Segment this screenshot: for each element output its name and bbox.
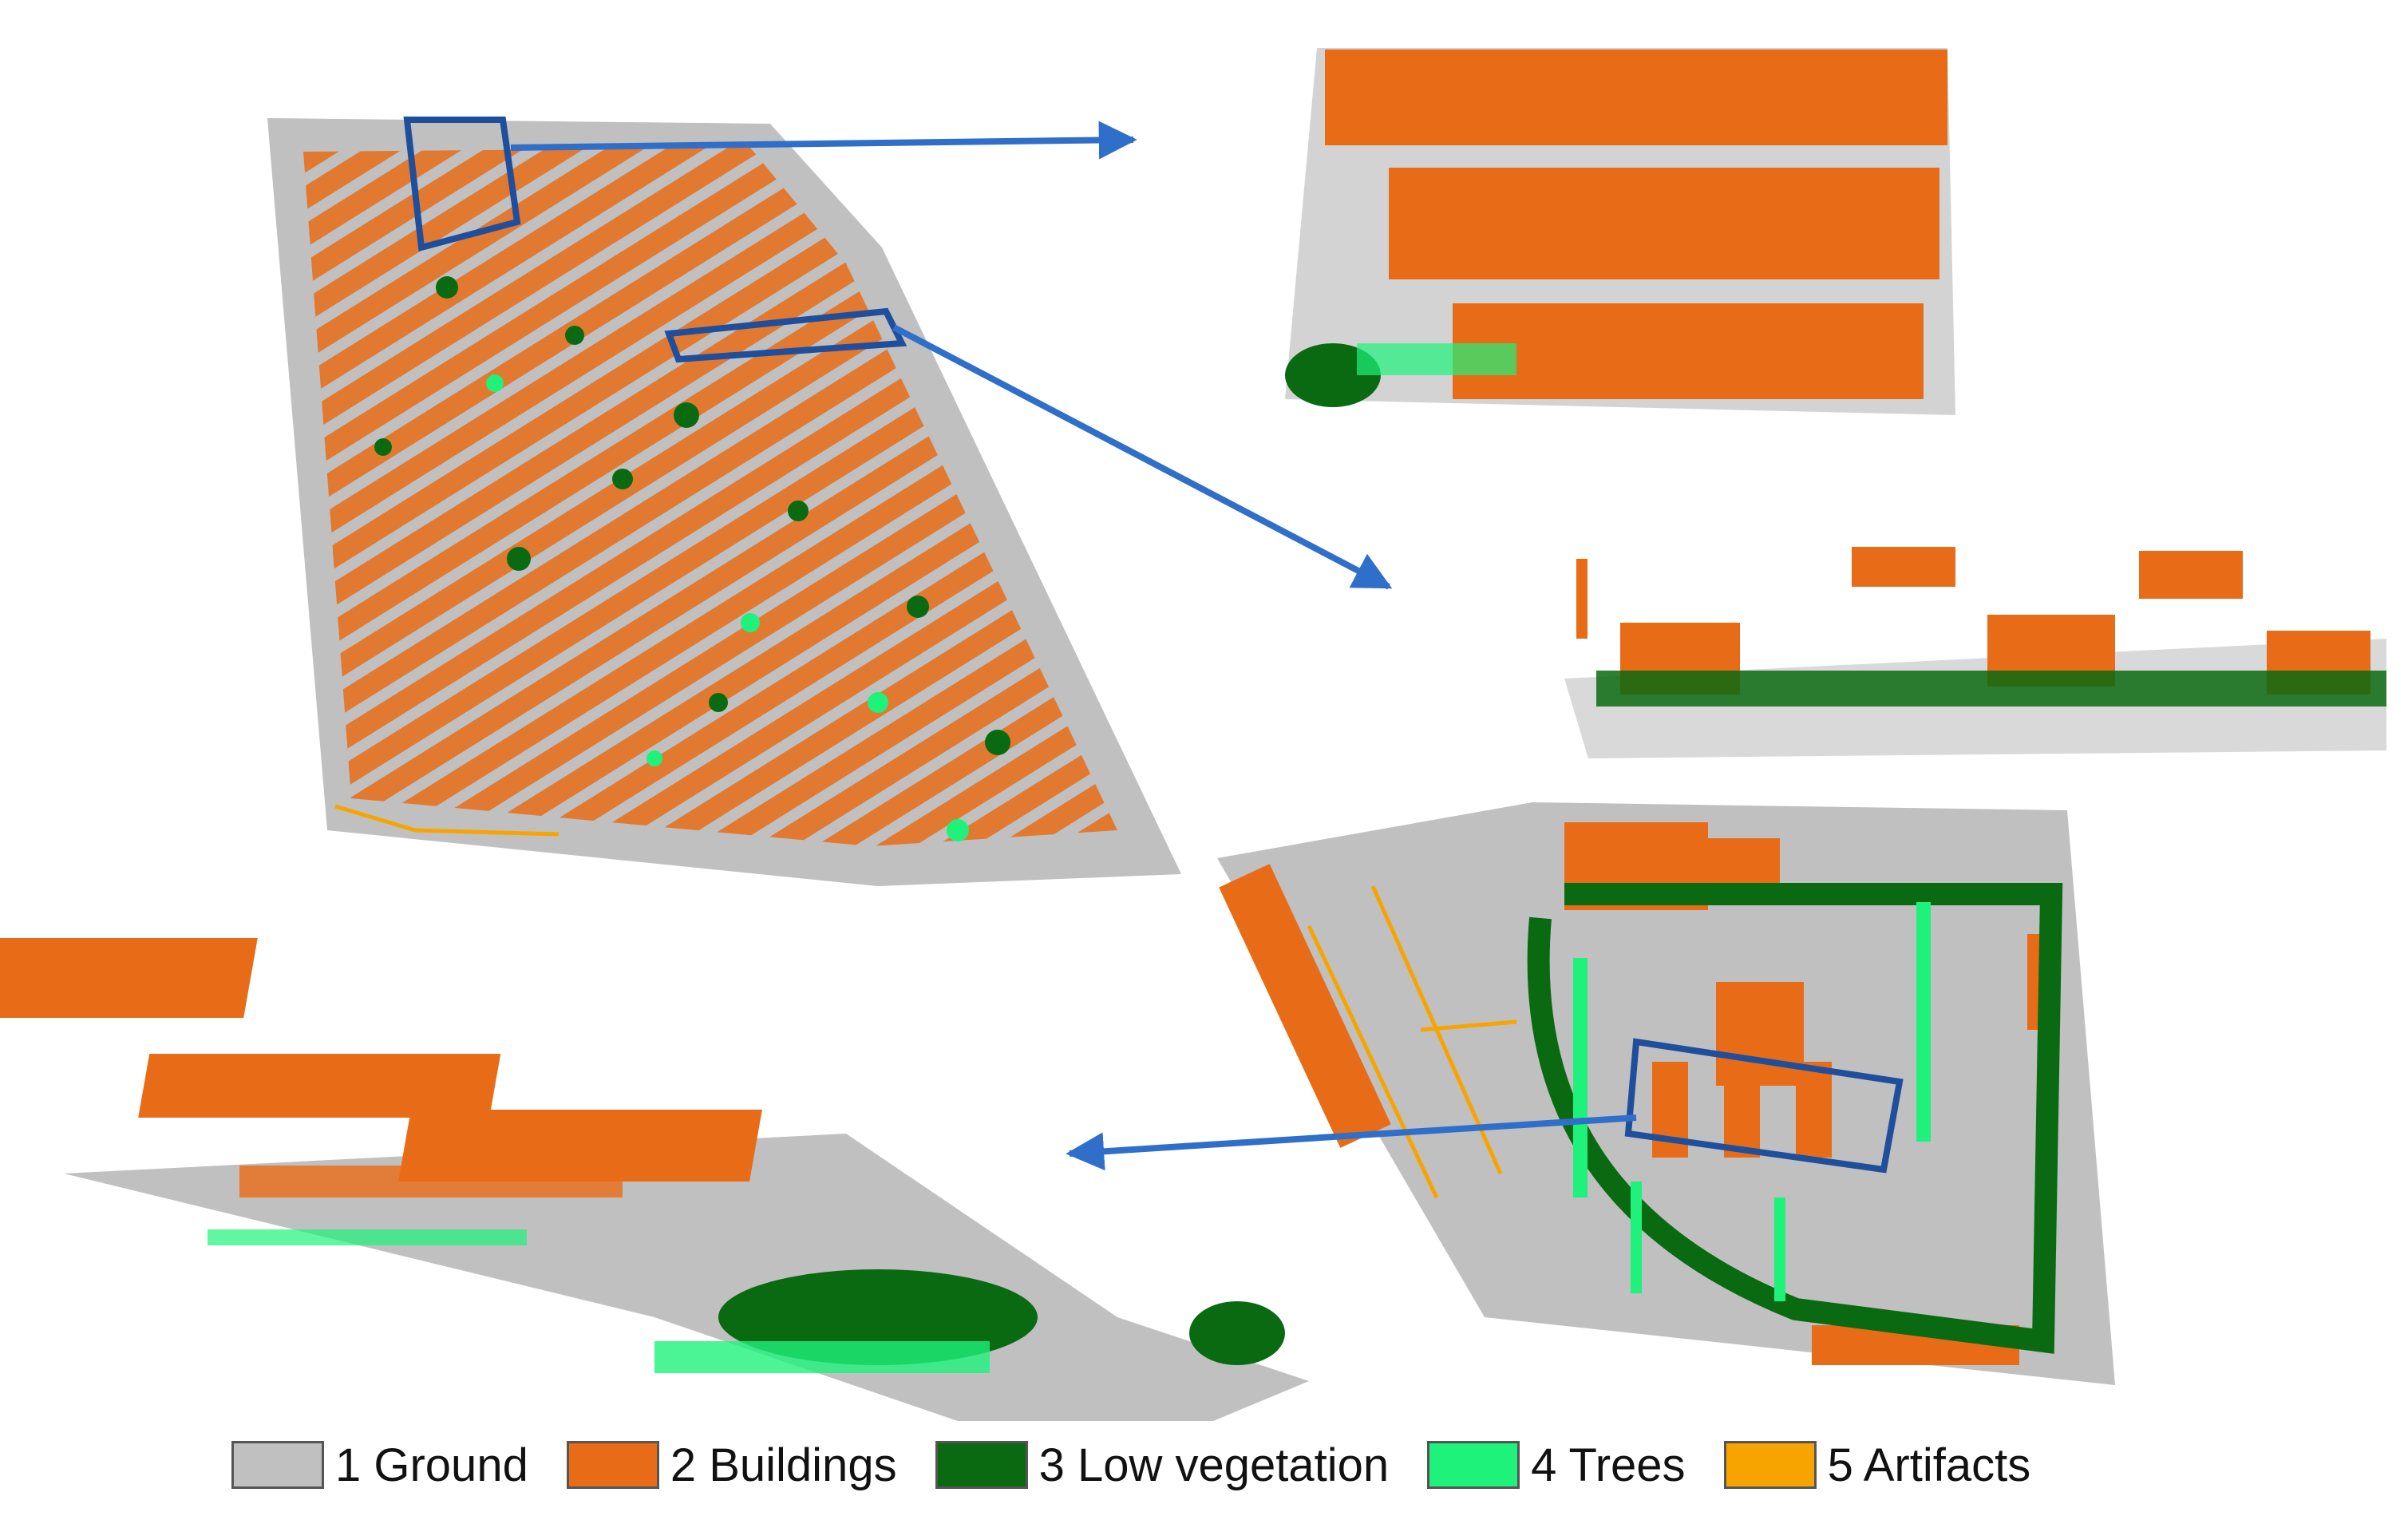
tile-1-tree-dots xyxy=(374,276,1010,755)
legend-label-buildings: 2 Buildings xyxy=(670,1439,897,1491)
buildings-swatch xyxy=(566,1441,659,1489)
highlight-box-2 xyxy=(664,307,907,363)
arrow-to-bottom-detail xyxy=(1066,1114,1637,1171)
legend-item-artifacts: 5 Artifacts xyxy=(1723,1439,2031,1492)
arrow-to-middle-detail xyxy=(892,324,1393,590)
artifacts-swatch xyxy=(1723,1441,1817,1489)
arrow-to-top-detail xyxy=(510,121,1137,160)
highlight-boxes xyxy=(403,117,1904,1174)
tile-1-trees-dots xyxy=(486,374,969,841)
highlight-box-3 xyxy=(1624,1038,1904,1174)
legend-item-trees: 4 Trees xyxy=(1427,1439,1686,1492)
legend-label-artifacts: 5 Artifacts xyxy=(1827,1439,2031,1491)
legend-label-low-vegetation: 3 Low vegetation xyxy=(1038,1439,1390,1491)
detail-top-right xyxy=(1285,48,1955,415)
low-vegetation-swatch xyxy=(935,1441,1028,1489)
legend-item-low-vegetation: 3 Low vegetation xyxy=(935,1439,1390,1492)
ground-swatch xyxy=(231,1441,324,1489)
legend-item-buildings: 2 Buildings xyxy=(566,1439,897,1492)
detail-bottom-left xyxy=(0,938,1309,1421)
detail-middle-right xyxy=(1564,547,2386,758)
legend-item-ground: 1 Ground xyxy=(231,1439,528,1492)
zoom-arrows xyxy=(510,121,1637,1171)
trees-swatch xyxy=(1427,1441,1520,1489)
highlight-box-1 xyxy=(403,117,521,252)
urban-area-tile-2 xyxy=(1217,802,2115,1385)
urban-area-tile-1 xyxy=(267,118,1181,886)
legend-label-ground: 1 Ground xyxy=(335,1439,528,1491)
legend: 1 Ground 2 Buildings 3 Low vegetation 4 … xyxy=(231,1433,2386,1497)
legend-label-trees: 4 Trees xyxy=(1531,1439,1686,1491)
